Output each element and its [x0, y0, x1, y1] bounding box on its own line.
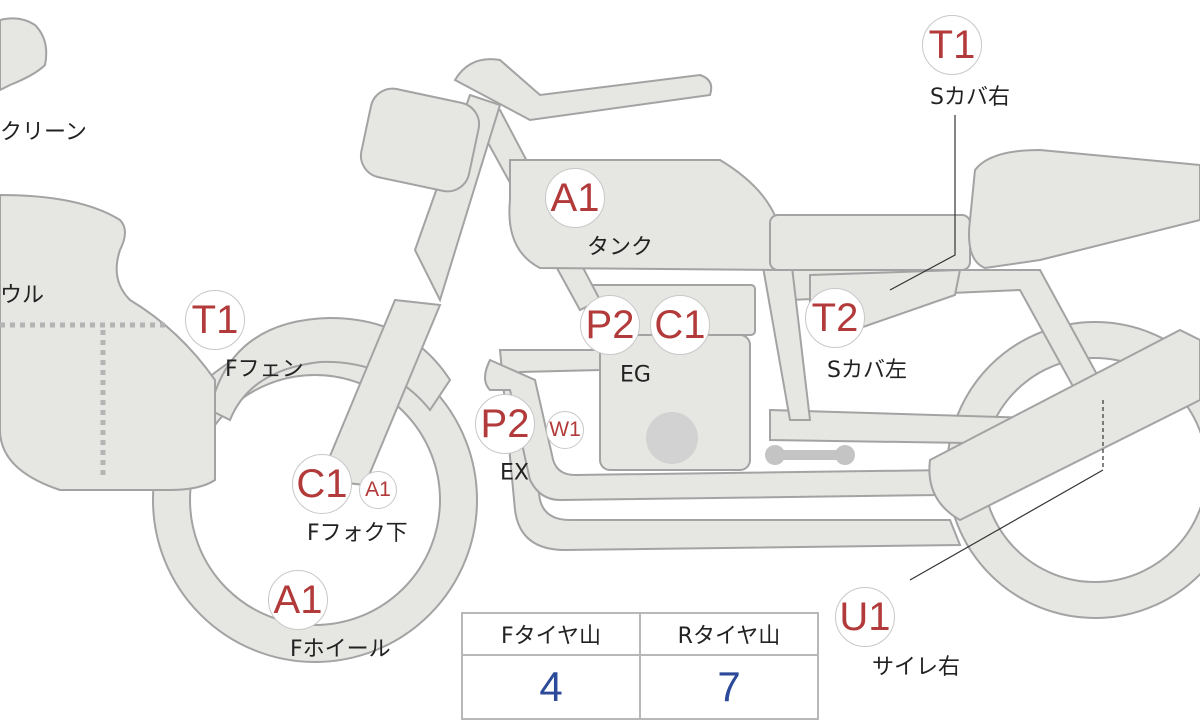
- code-badge: T1: [185, 290, 245, 350]
- front-tire-header: Fタイヤ山: [461, 612, 641, 656]
- label-front-fork-lower: Fフォク下: [307, 521, 408, 546]
- label-tank: タンク: [587, 235, 654, 260]
- rear-cowl: [968, 148, 1200, 270]
- front-cowl: [0, 193, 216, 491]
- code-badge: A1: [268, 570, 328, 630]
- label-silencer-right: サイレ右: [872, 655, 961, 680]
- code-badge: U1: [835, 587, 895, 647]
- silencer: [928, 328, 1200, 522]
- label-engine: EG: [620, 362, 651, 388]
- rear-tire-header: Rタイヤ山: [639, 612, 819, 656]
- code-badge: A1: [359, 471, 397, 509]
- label-exhaust: EX: [500, 460, 529, 486]
- code-badge: C1: [292, 454, 352, 514]
- code-badge: W1: [546, 411, 584, 449]
- front-tire-value: 4: [461, 654, 641, 720]
- exhaust-pipe: [498, 349, 962, 552]
- code-badge: P2: [580, 295, 640, 355]
- tire-tread-table: Fタイヤ山 Rタイヤ山 4 7: [461, 612, 819, 720]
- label-front-fender: Fフェン: [225, 357, 304, 382]
- rear-tire-value: 7: [639, 654, 819, 720]
- headlight: [359, 87, 481, 193]
- label-screen: スクリーン: [0, 120, 87, 145]
- code-badge: C1: [650, 295, 710, 355]
- label-front-wheel: Fホイール: [290, 637, 391, 662]
- windscreen: [0, 17, 48, 92]
- code-badge: T1: [922, 15, 982, 75]
- handlebar: [453, 58, 713, 122]
- seat: [769, 214, 971, 271]
- code-badge: T2: [805, 288, 865, 348]
- label-side-cover-right: Sカバ右: [930, 85, 1010, 110]
- label-side-cover-left: Sカバ左: [827, 358, 907, 383]
- code-badge: P2: [475, 394, 535, 454]
- label-cowl: カウル: [0, 283, 45, 308]
- code-badge: A1: [545, 168, 605, 228]
